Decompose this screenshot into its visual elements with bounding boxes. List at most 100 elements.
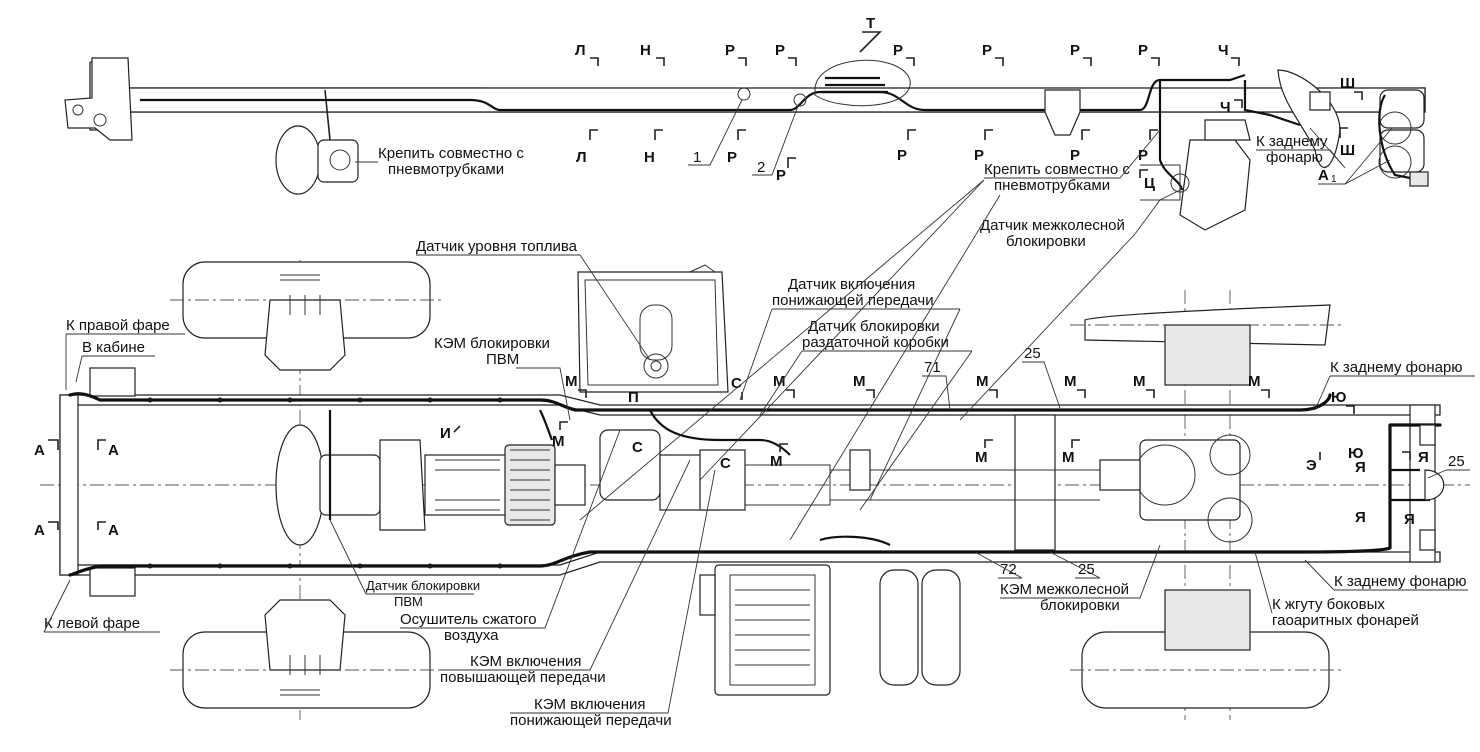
callout-1: 1 [693, 149, 701, 166]
svg-text:понижающей передачи: понижающей передачи [772, 292, 934, 309]
section-marks-misc: С С С П И Ю Ю Э Я Я Я Я [440, 375, 1429, 528]
svg-text:КЭМ включения: КЭМ включения [534, 696, 646, 713]
svg-text:КЭМ межколесной: КЭМ межколесной [1000, 581, 1129, 598]
right-headlight-label: К правой фаре [65, 317, 185, 390]
plan-view: А А А А М М М М М М М М М [34, 179, 1475, 729]
svg-text:П: П [628, 389, 639, 406]
rear-lamp-bottom-label: К заднему фонарю [1304, 559, 1468, 591]
cross-member-25 [1014, 414, 1056, 551]
front-crossmember [59, 394, 79, 576]
svg-text:Л: Л [575, 42, 586, 59]
branch-harness [328, 409, 1430, 520]
svg-text:М: М [1062, 449, 1075, 466]
svg-text:М: М [1064, 373, 1077, 390]
svg-text:Ш: Ш [1340, 75, 1355, 92]
driveshaft [830, 469, 1100, 501]
svg-text:Ю: Ю [1348, 445, 1363, 462]
kem-low-gear-label: КЭМ включения понижающей передачи [510, 469, 716, 729]
section-marks-top: Л Н Р Р Р Р Р Р Ч Т [575, 15, 1240, 66]
air-receivers [879, 569, 961, 686]
svg-text:Датчик межколесной: Датчик межколесной [980, 217, 1125, 234]
kem-high-gear-label: КЭМ включения повышающей передачи [440, 459, 691, 686]
callout-2: 2 [757, 159, 765, 176]
svg-text:С: С [632, 439, 643, 456]
svg-text:М: М [853, 373, 866, 390]
main-harness-right [68, 423, 1442, 577]
svg-text:М: М [976, 373, 989, 390]
svg-text:гаоаритных фонарей: гаоаритных фонарей [1272, 612, 1419, 629]
fix-label-right: Крепить совместно с пневмотрубками [984, 129, 1161, 194]
rear-axle [1099, 434, 1253, 543]
svg-text:КЭМ блокировки: КЭМ блокировки [434, 335, 550, 352]
callout-a1-sub: 1 [1331, 174, 1337, 185]
rear-lamp-right-label: К заднему фонарю [1314, 359, 1475, 411]
bracket [89, 367, 136, 397]
svg-text:пневмотрубками: пневмотрубками [994, 177, 1110, 194]
svg-text:К правой фаре: К правой фаре [66, 317, 170, 334]
svg-text:25: 25 [1078, 561, 1095, 578]
rear-lamp-side [1378, 89, 1429, 187]
side-harness [140, 73, 1246, 112]
svg-text:М: М [770, 453, 783, 470]
svg-text:А: А [108, 442, 119, 459]
rear-hub-top [1164, 324, 1251, 386]
svg-text:М: М [1248, 373, 1261, 390]
bracket [89, 567, 136, 597]
svg-text:блокировки: блокировки [1040, 597, 1120, 614]
svg-text:понижающей передачи: понижающей передачи [510, 712, 672, 729]
svg-text:Я: Я [1404, 511, 1415, 528]
svg-text:Датчик уровня топлива: Датчик уровня топлива [416, 238, 578, 255]
svg-text:М: М [565, 373, 578, 390]
rear-hub-bottom [1164, 589, 1251, 651]
svg-text:А: А [34, 522, 45, 539]
svg-text:Ч: Ч [1218, 42, 1229, 59]
svg-text:Ю: Ю [1331, 389, 1346, 406]
svg-text:Р: Р [1070, 42, 1080, 59]
rear-mudguard [1277, 69, 1341, 169]
harness-clips [147, 397, 503, 569]
callout-a1: А [1318, 167, 1329, 184]
side-view: Л Н Р Р Р Р Р Р Ч Т Л Н [64, 15, 1429, 250]
svg-text:Н: Н [640, 42, 651, 59]
shaft-joint [849, 449, 871, 491]
svg-text:Л: Л [576, 149, 587, 166]
interwheel-sensor-label: Датчик межколесной блокировки [980, 189, 1181, 250]
battery-box [699, 564, 831, 696]
svg-text:С: С [720, 455, 731, 472]
svg-text:Р: Р [725, 42, 735, 59]
rear-lamp-top-label: К заднему фонарю [1256, 127, 1346, 169]
svg-text:Я: Я [1355, 459, 1366, 476]
front-hub-bottom [264, 599, 346, 671]
svg-text:фонарю: фонарю [1266, 149, 1323, 166]
svg-text:воздуха: воздуха [444, 627, 499, 644]
main-harness-left [68, 392, 1332, 412]
engine-transmission [275, 424, 586, 546]
grommet-1 [737, 87, 751, 101]
svg-text:Осушитель сжатого: Осушитель сжатого [400, 611, 537, 628]
air-dryer-label: Осушитель сжатого воздуха [400, 429, 621, 644]
svg-text:Р: Р [893, 42, 903, 59]
svg-text:Р: Р [1138, 147, 1148, 164]
section-marks-bottom: Л Н Р Р Р Р Р Р Ч Ш Ш Ц [576, 75, 1363, 192]
svg-text:В кабине: В кабине [82, 339, 145, 356]
svg-text:25: 25 [1448, 453, 1465, 470]
svg-text:раздаточной коробки: раздаточной коробки [802, 334, 949, 351]
svg-text:Датчик блокировки: Датчик блокировки [366, 578, 480, 593]
svg-text:М: М [552, 433, 565, 450]
harness-loop [819, 535, 891, 546]
pvm-sensor-label: Датчик блокировки ПВМ [329, 519, 480, 609]
svg-text:Р: Р [897, 147, 907, 164]
side-harness-rear [1158, 80, 1301, 191]
svg-text:М: М [975, 449, 988, 466]
fix-label-left: Крепить совместно с пневмотрубками [355, 145, 524, 178]
svg-text:Э: Э [1306, 457, 1317, 474]
svg-text:Датчик включения: Датчик включения [788, 276, 915, 293]
section-marks-a: А А А А [34, 439, 119, 539]
t-group-outline [814, 59, 911, 107]
section-marks-m: М М М М М М М М М М М [552, 373, 1270, 470]
svg-text:Крепить совместно с: Крепить совместно с [378, 145, 524, 162]
fuel-tank [577, 264, 729, 393]
front-hub-top [264, 299, 346, 371]
bracket-hole [93, 113, 107, 127]
